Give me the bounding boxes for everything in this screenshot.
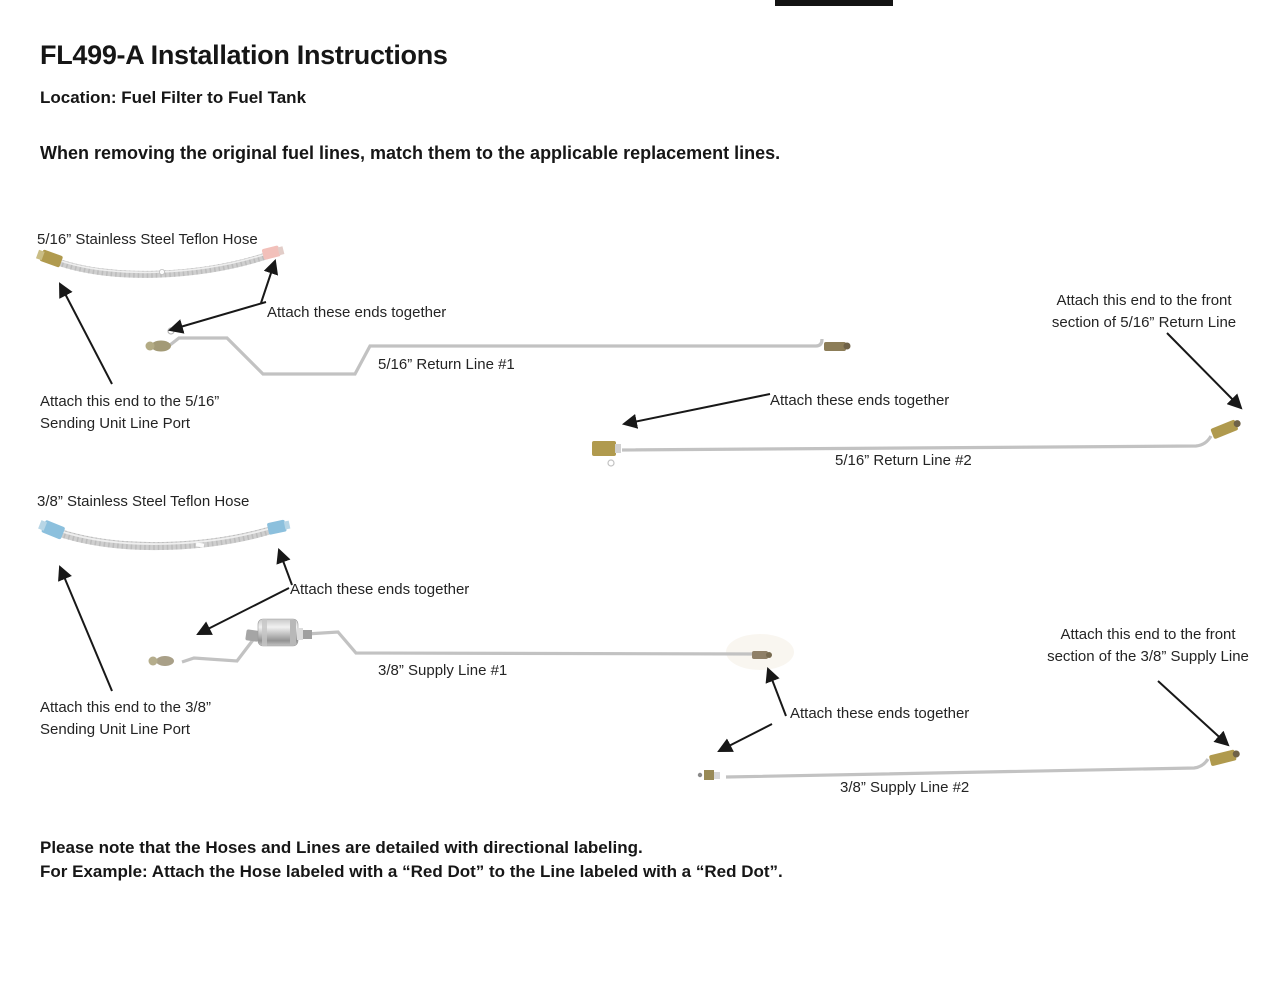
arrow-38-attach-to-hose-right — [276, 548, 293, 586]
arrow-38-attach-to-line1-right — [765, 667, 787, 717]
arrow-516-attach-to-hose-right — [260, 259, 279, 304]
front-section-note-516-line2: section of 5/16” Return Line — [1051, 314, 1237, 331]
sending-unit-note-516: Attach this end to the 5/16” Sending Uni… — [40, 391, 219, 435]
arrow-38-attach-to-line1-left — [196, 587, 290, 635]
hose-38-highlight — [59, 525, 279, 545]
fuel-filter-band-right — [290, 620, 296, 645]
arrow-516-attach-to-line1-left — [167, 301, 267, 334]
arrow-38-attach-to-line2-left — [717, 723, 773, 752]
arrow-38-front-to-line2-right — [1157, 680, 1230, 747]
return-line-2-left-collar — [615, 444, 621, 453]
intro-instruction: When removing the original fuel lines, m… — [40, 143, 781, 163]
return-line-1-label: 5/16” Return Line #1 — [378, 356, 515, 373]
fuel-filter-outlet-nut — [303, 630, 312, 639]
arrow-516-front-to-line2-right — [1166, 332, 1243, 410]
arrow-516-sending-to-hose-left — [59, 282, 113, 385]
supply-line-2-left-fitting — [704, 770, 714, 780]
supply-line-1-right-tip — [766, 652, 772, 658]
hose-38-braid-texture — [58, 524, 280, 551]
supply-line-2-left-tip — [697, 772, 703, 778]
top-scan-bar — [775, 0, 893, 6]
fuel-filter-inlet-nut — [245, 629, 260, 642]
supply-line-1-right-fitting — [752, 651, 768, 659]
page-title: FL499-A Installation Instructions — [40, 40, 448, 70]
hose-516-left-fitting — [35, 249, 63, 268]
fuel-filter-outlet-collar — [297, 628, 303, 640]
sending-unit-note-38-line1: Attach this end to the 3/8” — [40, 699, 211, 716]
hose-38-mid-gap — [195, 542, 205, 548]
supply-line-1-label: 3/8” Supply Line #1 — [378, 662, 508, 679]
front-section-note-516: Attach this end to the front section of … — [1038, 290, 1250, 334]
front-section-note-516-line1: Attach this end to the front — [1056, 292, 1232, 309]
hose-38-left-fitting-blue-dot — [38, 520, 65, 540]
return-line-2-ring — [607, 459, 615, 467]
supply-line-2-left-collar — [714, 772, 720, 779]
supply-line-1 — [148, 618, 794, 670]
sending-unit-note-38-line2: Sending Unit Line Port — [40, 721, 191, 738]
return-line-1-right-fitting — [824, 342, 846, 351]
sending-unit-note-38: Attach this end to the 3/8” Sending Unit… — [40, 697, 211, 741]
hose-516-right-fitting-red-dot — [261, 245, 285, 260]
supply-line-2 — [697, 749, 1240, 780]
front-section-note-38-line1: Attach this end to the front — [1060, 626, 1236, 643]
sending-unit-note-516-line1: Attach this end to the 5/16” — [40, 393, 220, 410]
attach-ends-516-a-label: Attach these ends together — [267, 304, 447, 321]
footer-note-line1: Please note that the Hoses and Lines are… — [40, 838, 643, 857]
hose-38 — [38, 519, 291, 551]
footer-note: Please note that the Hoses and Lines are… — [40, 836, 783, 884]
front-section-note-38: Attach this end to the front section of … — [1036, 624, 1260, 668]
return-line-1-left-fitting — [151, 340, 171, 352]
annotation-arrows — [58, 259, 1243, 752]
hose-516 — [35, 245, 285, 278]
hose-38-label: 3/8” Stainless Steel Teflon Hose — [37, 493, 250, 510]
location-subtitle: Location: Fuel Filter to Fuel Tank — [40, 88, 307, 107]
return-line-1-left-tip — [145, 341, 155, 351]
supply-line-1-left-tip — [148, 656, 158, 666]
hose-516-label: 5/16” Stainless Steel Teflon Hose — [37, 231, 258, 248]
arrow-38-sending-to-hose-left — [58, 565, 113, 692]
return-line-1 — [145, 327, 851, 376]
return-line-2-left-fitting — [592, 441, 616, 456]
attach-ends-38-a-label: Attach these ends together — [290, 581, 470, 598]
hose-38-right-fitting-blue-dot — [267, 519, 291, 535]
supply-line-2-right-fitting — [1209, 749, 1240, 766]
supply-line-1-left-fitting — [156, 656, 174, 666]
hose-516-mid-dot — [158, 268, 165, 275]
front-section-note-38-line2: section of the 3/8” Supply Line — [1047, 648, 1249, 665]
return-line-1-right-tip — [843, 342, 851, 350]
attach-ends-516-b-label: Attach these ends together — [770, 392, 950, 409]
sending-unit-note-516-line2: Sending Unit Line Port — [40, 415, 191, 432]
return-line-2 — [592, 419, 1241, 467]
hose-516-braid-texture — [56, 250, 274, 278]
attach-ends-38-b-label: Attach these ends together — [790, 705, 970, 722]
return-line-2-right-fitting — [1210, 419, 1241, 439]
fuel-filter-band-left — [262, 619, 267, 646]
arrow-516-attach-to-line2-left — [621, 393, 771, 429]
supply-line-2-label: 3/8” Supply Line #2 — [840, 779, 970, 796]
footer-note-line2: For Example: Attach the Hose labeled wit… — [40, 862, 783, 881]
return-line-2-label: 5/16” Return Line #2 — [835, 452, 972, 469]
